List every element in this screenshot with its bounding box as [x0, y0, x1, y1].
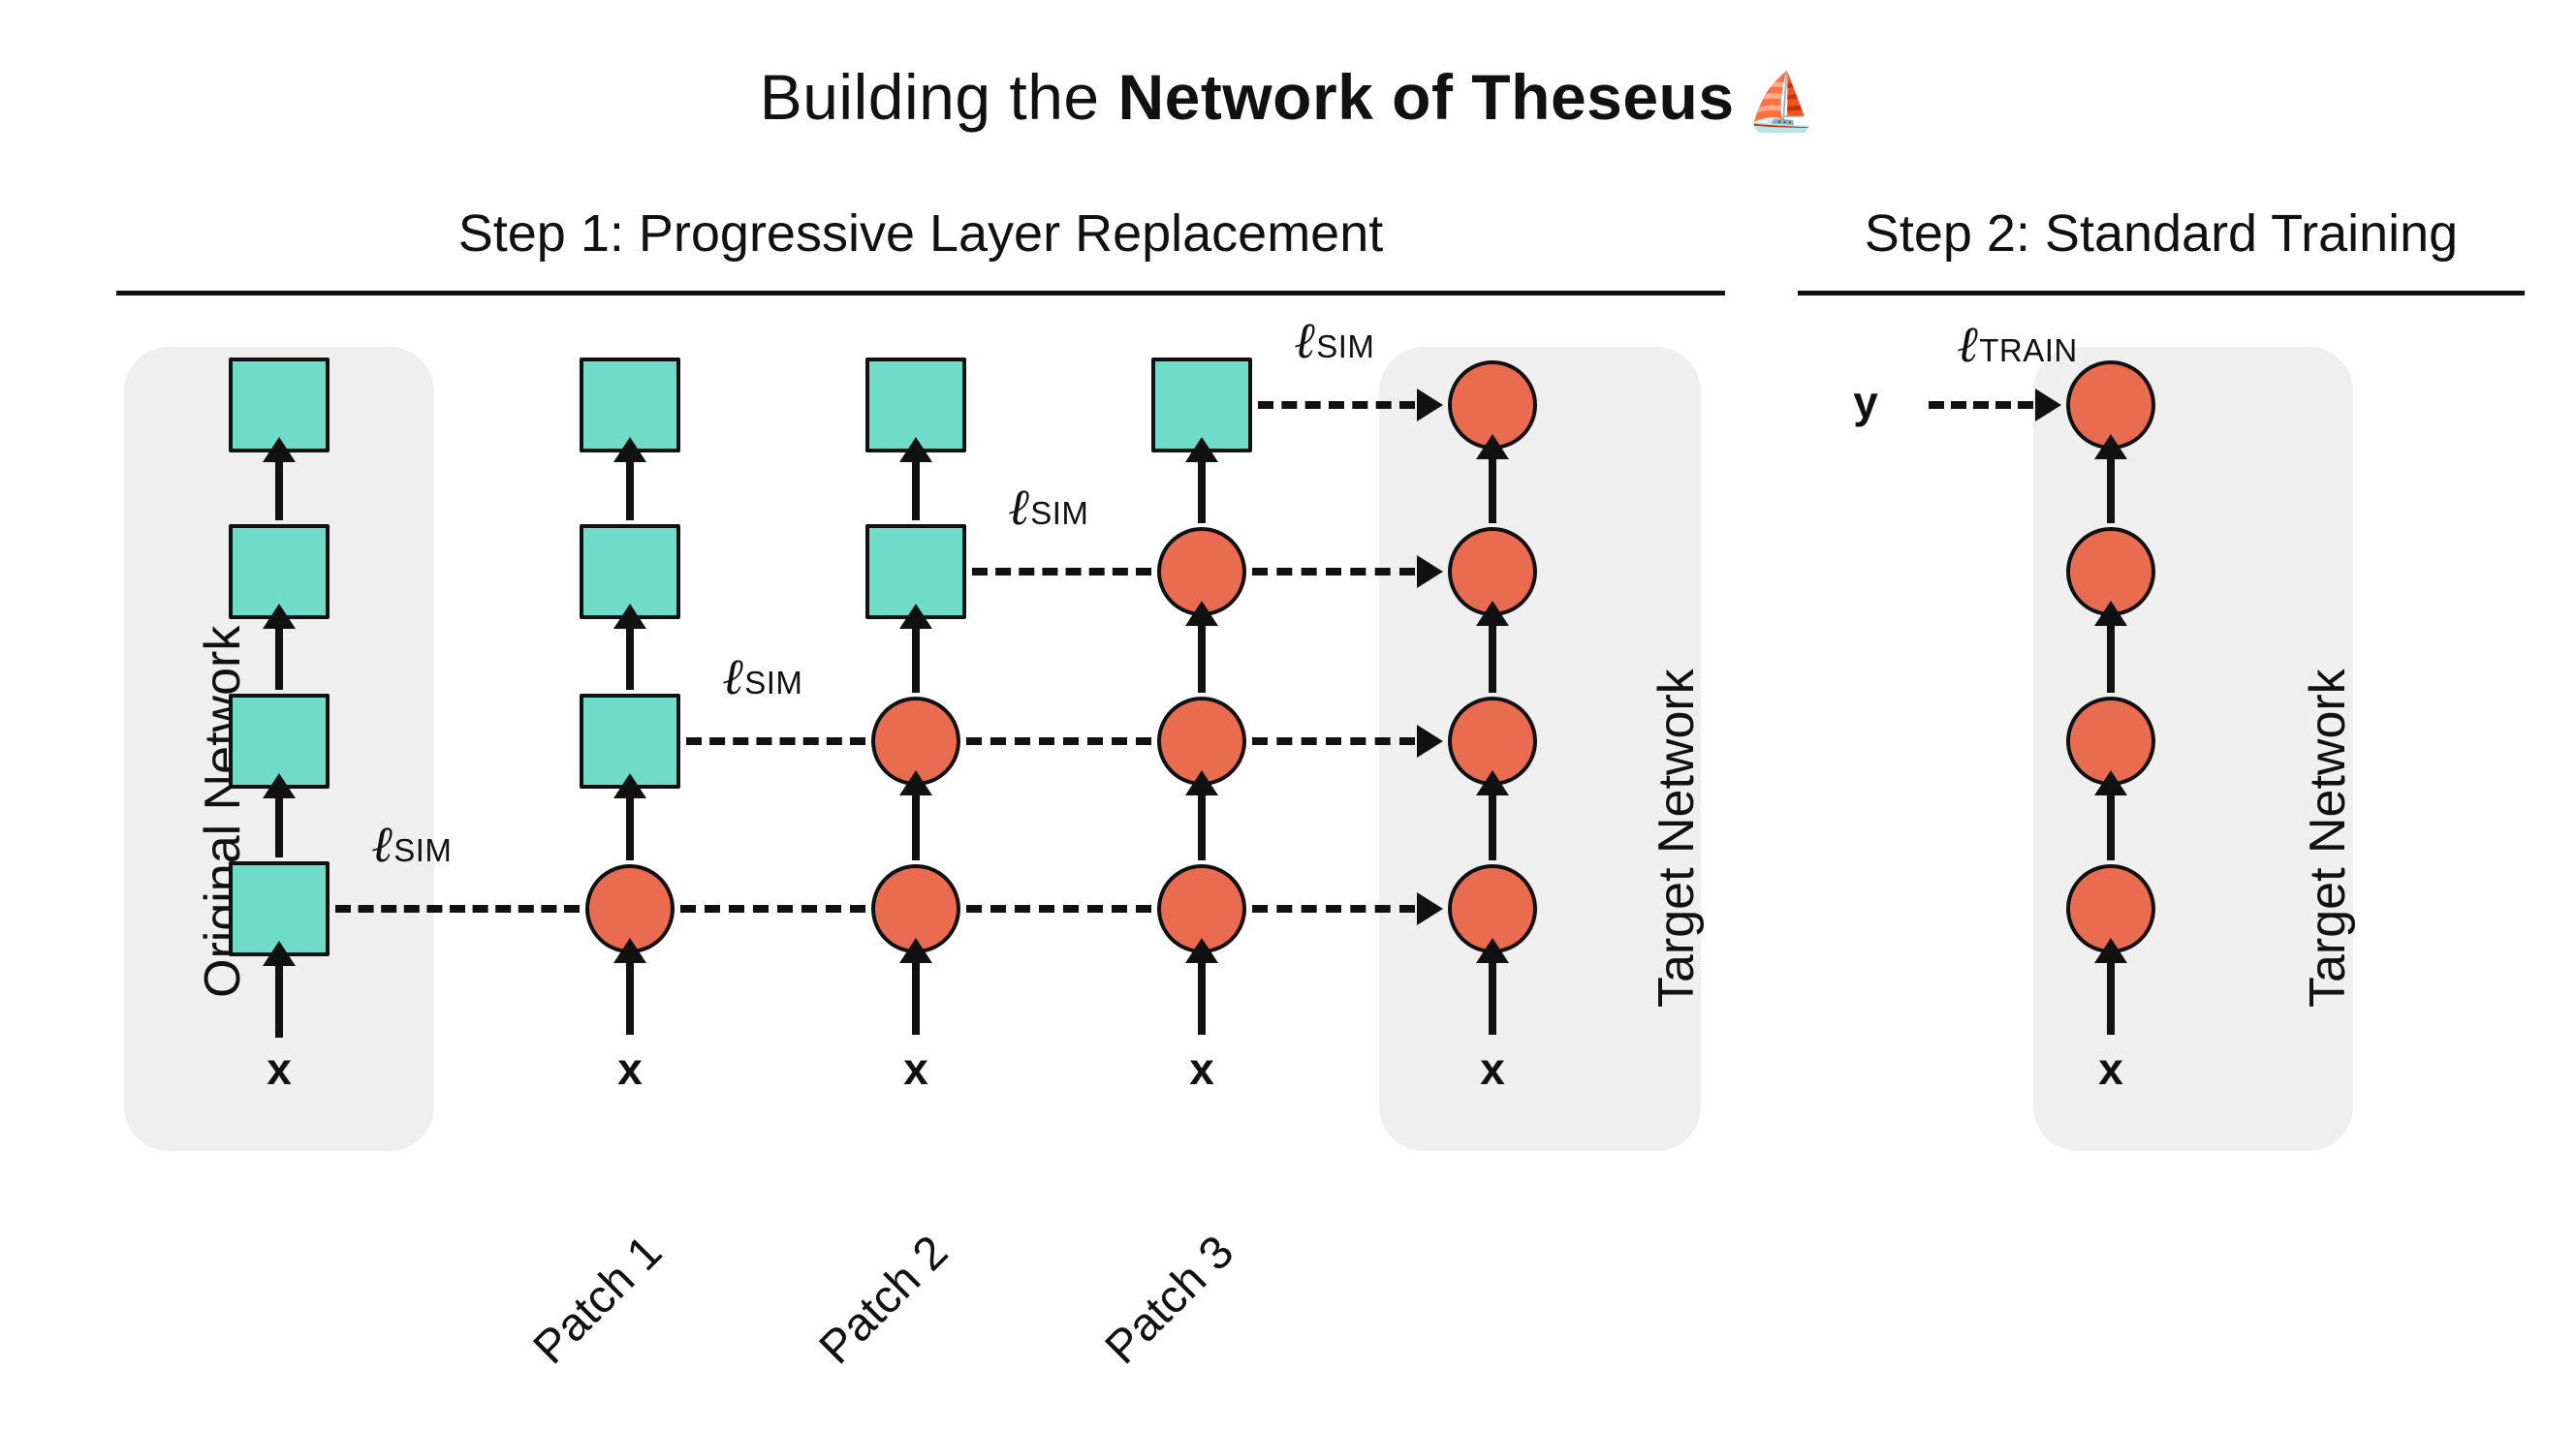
patch-2-arrow-into-layer-4 [912, 456, 920, 520]
step-2-header: Step 2: Standard Training [1864, 204, 2459, 263]
sim-loss-1-label-symbol: ℓ [372, 815, 394, 874]
patch-3-patch-caption: Patch 3 [1095, 1226, 1244, 1375]
target-network-step2-arrow-into-layer-3 [2107, 620, 2115, 693]
target-network-arrow-into-layer-2 [1489, 790, 1496, 860]
patch-2-patch-caption: Patch 2 [809, 1226, 958, 1375]
sim-loss-3-label-symbol: ℓ [1009, 478, 1031, 537]
title-emphasis: Network of Theseus [1117, 61, 1735, 133]
patch-3-arrow-into-layer-1 [1198, 957, 1206, 1035]
sim-loss-2-arrowhead [1417, 725, 1443, 758]
target-network-input-label: x [1480, 1043, 1505, 1094]
step-1-header: Step 1: Progressive Layer Replacement [457, 204, 1384, 263]
step-1-divider [116, 291, 1725, 296]
sim-loss-1-arrowhead [1417, 892, 1443, 925]
title-prefix: Building the [759, 61, 1118, 133]
patch-3-arrow-into-layer-4 [1198, 456, 1206, 523]
page-title: Building the Network of Theseus⛵ [0, 60, 2576, 136]
sim-loss-4-label: ℓSIM [1295, 316, 1374, 366]
sim-loss-2-segment-4 [1252, 737, 1415, 745]
patch-2-arrow-into-layer-2 [912, 790, 920, 860]
original-network-arrow-into-layer-1 [275, 960, 283, 1038]
patch-2-arrow-into-layer-1 [912, 957, 920, 1035]
supervision-label-y: y [1853, 377, 1878, 427]
patch-1-arrow-into-layer-2 [626, 793, 634, 860]
patch-2-arrow-into-layer-3 [912, 623, 920, 693]
sim-loss-2-segment-3 [966, 737, 1151, 745]
patch-1-input-label: x [617, 1043, 643, 1094]
target-network-step2-arrow-into-layer-4 [2107, 453, 2115, 523]
patch-1-arrow-into-layer-3 [626, 623, 634, 690]
sim-loss-4-segment-4 [1258, 401, 1415, 409]
original-network-arrow-into-layer-3 [275, 623, 283, 690]
sim-loss-3-segment-4 [1252, 568, 1415, 576]
patch-1-patch-caption: Patch 1 [523, 1226, 673, 1375]
sim-loss-1-segment-1 [335, 905, 580, 913]
step-2-divider [1798, 291, 2525, 296]
target-network-step2-input-label: x [2098, 1043, 2123, 1094]
patch-3-arrow-into-layer-2 [1198, 790, 1206, 860]
target-network-arrow-into-layer-1 [1489, 957, 1496, 1035]
sim-loss-4-label-subscript: SIM [1316, 328, 1375, 364]
sim-loss-2-label-symbol: ℓ [723, 647, 745, 706]
target-network-arrow-into-layer-3 [1489, 620, 1496, 693]
sim-loss-3-label-subscript: SIM [1030, 495, 1089, 531]
sim-loss-4-label-symbol: ℓ [1295, 311, 1317, 370]
panel-caption-target-network-step1: Target Network [1649, 669, 1705, 1008]
sim-loss-3-arrowhead [1417, 555, 1443, 588]
patch-1-arrow-into-layer-1 [626, 957, 634, 1035]
sim-loss-2-segment-2 [686, 737, 865, 745]
patch-1-arrow-into-layer-4 [626, 456, 634, 520]
train-loss-dashline [1929, 401, 2033, 409]
sailboat-icon: ⛵ [1745, 71, 1817, 134]
original-network-arrow-into-layer-4 [275, 456, 283, 520]
train-loss-label-subscript: TRAIN [1979, 332, 2078, 368]
target-network-step2-arrow-into-layer-2 [2107, 790, 2115, 860]
train-loss-arrowhead [2035, 389, 2061, 421]
target-network-arrow-into-layer-4 [1489, 453, 1496, 523]
target-network-step2-arrow-into-layer-1 [2107, 957, 2115, 1035]
sim-loss-1-segment-4 [1252, 905, 1415, 913]
sim-loss-3-segment-3 [972, 568, 1151, 576]
patch-2-input-label: x [903, 1043, 928, 1094]
sim-loss-1-label-subscript: SIM [393, 832, 453, 868]
sim-loss-2-label: ℓSIM [723, 652, 802, 702]
patch-3-layer-3-replaced [1157, 527, 1246, 616]
sim-loss-3-label: ℓSIM [1009, 483, 1088, 533]
sim-loss-1-segment-2 [680, 905, 865, 913]
sim-loss-2-label-subscript: SIM [744, 665, 803, 700]
patch-2-layer-2-replaced [871, 697, 960, 786]
train-loss-label: ℓTRAIN [1958, 320, 2078, 370]
sim-loss-4-arrowhead [1417, 389, 1443, 421]
train-loss-label-symbol: ℓ [1958, 315, 1980, 374]
original-network-input-label: x [267, 1043, 292, 1094]
sim-loss-1-label: ℓSIM [372, 820, 452, 870]
original-network-arrow-into-layer-2 [275, 793, 283, 857]
patch-3-input-label: x [1189, 1043, 1214, 1094]
sim-loss-1-segment-3 [966, 905, 1151, 913]
panel-caption-target-network-step2: Target Network [2300, 669, 2356, 1008]
patch-3-arrow-into-layer-3 [1198, 620, 1206, 693]
